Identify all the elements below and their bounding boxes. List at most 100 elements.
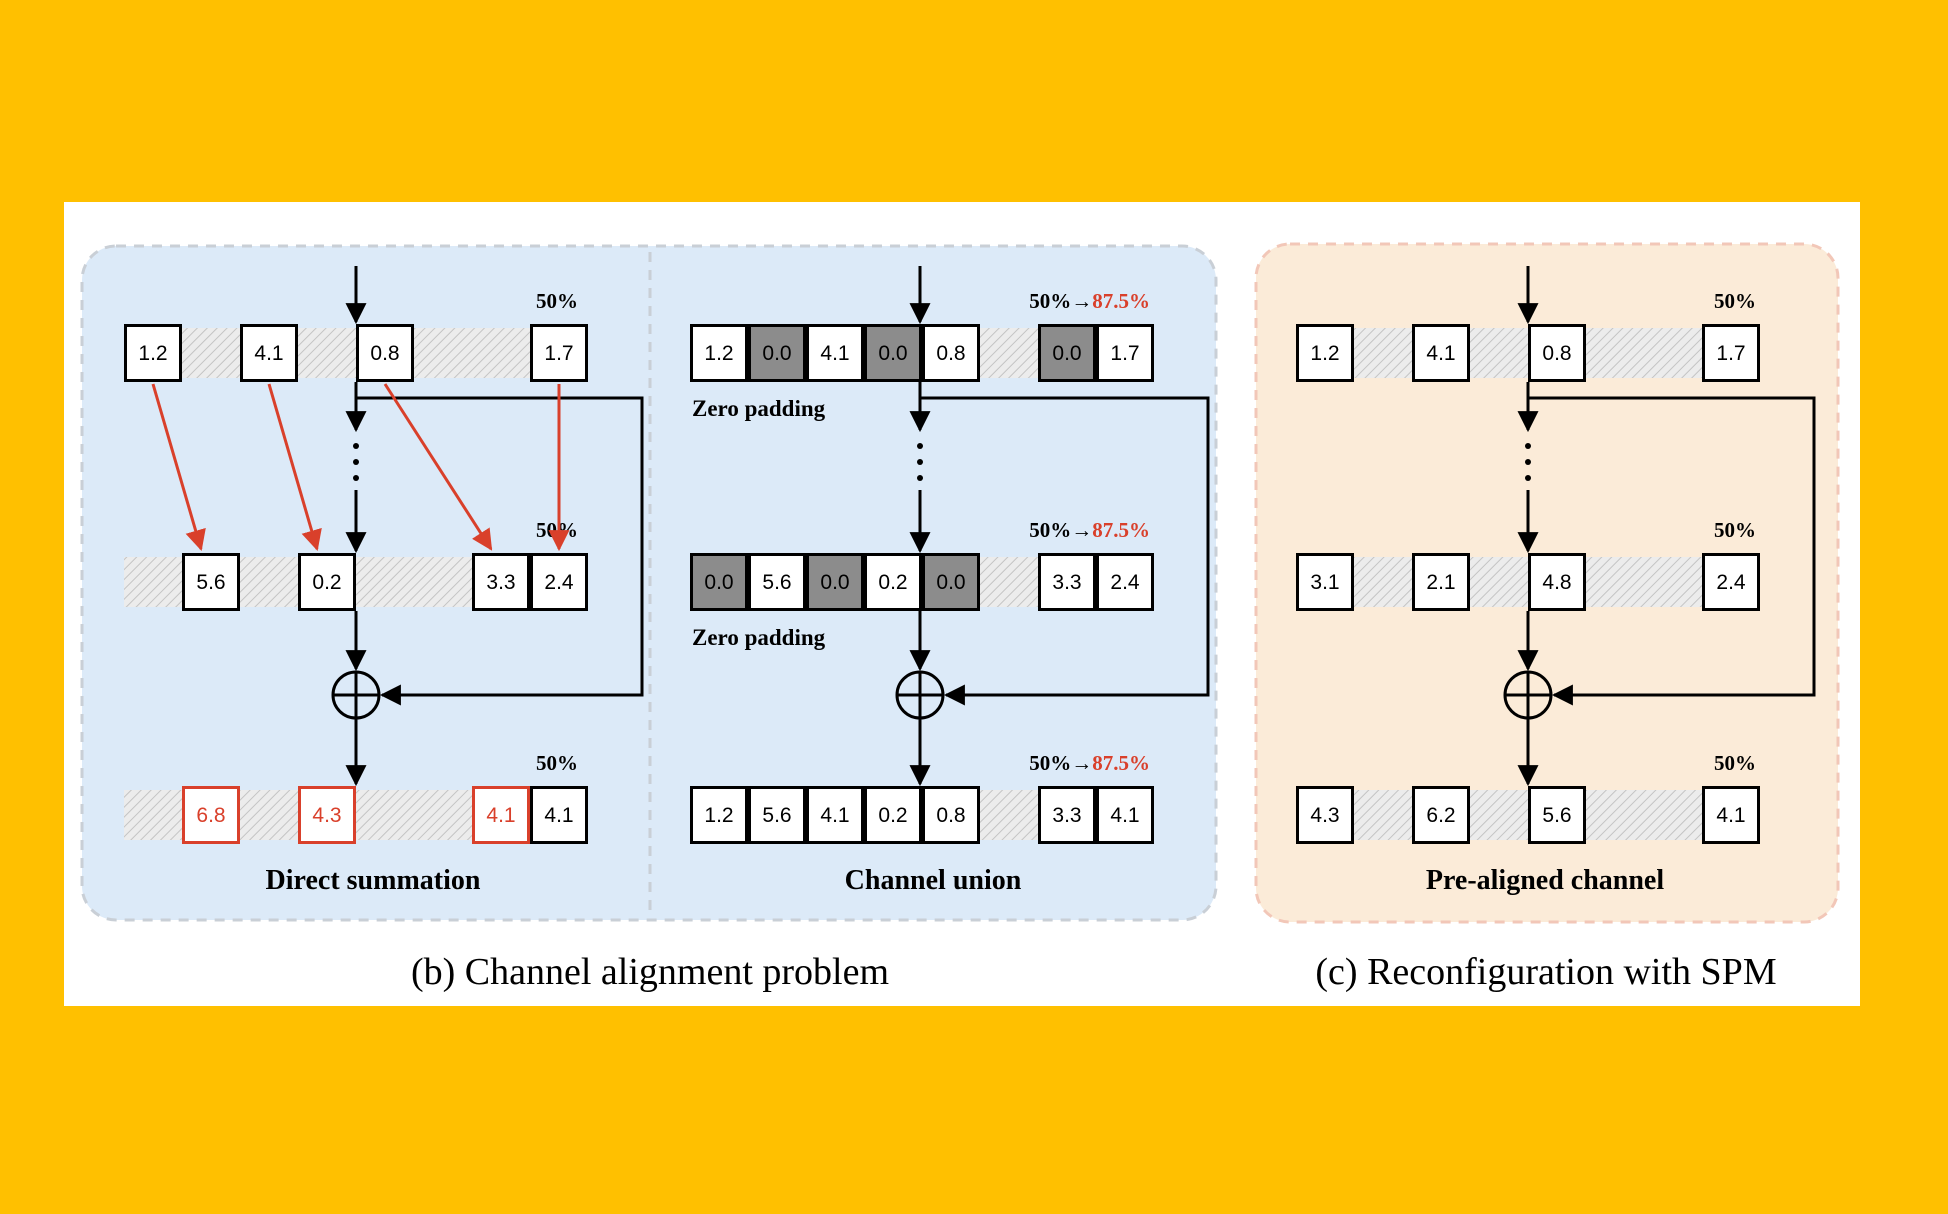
cell-value: 4.1 [544, 804, 573, 827]
channel-cell [1412, 553, 1470, 611]
cell-value: 5.6 [762, 804, 791, 827]
cell-value: 5.6 [1542, 804, 1571, 827]
cell-value: 4.1 [486, 804, 515, 827]
channel-cell [1296, 553, 1354, 611]
channel-cell [1528, 786, 1586, 844]
panel-title: Channel union [845, 865, 1022, 896]
channel-cell [806, 786, 864, 844]
zero-pad-cell [864, 324, 922, 382]
cell-value: 4.1 [1110, 804, 1139, 827]
sparsity-value: 50% [1029, 289, 1071, 313]
channel-cell [182, 786, 240, 844]
sparsity-value: 50% [1714, 518, 1756, 542]
vertical-ellipsis-icon [1525, 443, 1531, 449]
vertical-ellipsis-icon [917, 443, 923, 449]
sparsity-value: 50% [1029, 751, 1071, 775]
misalignment-arrow [151, 383, 206, 552]
right-arrow-icon: → [1071, 751, 1092, 775]
channel-cell [1702, 553, 1760, 611]
skip-connection-arrow [356, 396, 644, 706]
cell-value: 0.8 [936, 342, 965, 365]
cell-value: 1.2 [138, 342, 167, 365]
sparsity-label: 50% [536, 289, 578, 313]
sparsity-value: 50% [536, 518, 578, 542]
channel-cell [530, 324, 588, 382]
zero-pad-cell [748, 324, 806, 382]
channel-cell [1412, 786, 1470, 844]
channel-cell [472, 786, 530, 844]
cell-value: 1.2 [1310, 342, 1339, 365]
cell-value: 4.1 [820, 804, 849, 827]
channel-cell [1096, 553, 1154, 611]
sparsity-label: 50% [536, 751, 578, 775]
cell-value: 1.7 [1716, 342, 1745, 365]
channel-cell [472, 553, 530, 611]
right-arrow-icon: → [1071, 289, 1092, 313]
cell-value: 0.8 [936, 804, 965, 827]
channel-cell [690, 324, 748, 382]
cell-value: 2.4 [1716, 571, 1746, 594]
cell-value: 0.2 [878, 804, 907, 827]
channel-cell [1702, 324, 1760, 382]
sparsity-value: 50% [1714, 289, 1756, 313]
cell-value: 4.3 [1310, 804, 1339, 827]
vertical-ellipsis-icon [353, 443, 359, 449]
channel-cell [124, 324, 182, 382]
sparsity-label: 50% [1714, 518, 1756, 542]
cell-value: 4.3 [312, 804, 341, 827]
channel-cell [530, 786, 588, 844]
channel-cell [1412, 324, 1470, 382]
channel-cell [748, 553, 806, 611]
cell-value: 2.4 [544, 571, 574, 594]
channel-cell [1702, 786, 1760, 844]
cell-value: 0.0 [820, 571, 849, 594]
cell-value: 2.4 [1110, 571, 1140, 594]
zero-padding-label: Zero padding [692, 396, 826, 421]
sparsity-value: 50% [536, 289, 578, 313]
cell-value: 3.3 [1052, 571, 1081, 594]
panel-title: Pre-aligned channel [1426, 865, 1664, 896]
zero-padding-label: Zero padding [692, 625, 826, 650]
channel-cell [298, 553, 356, 611]
right-arrow-icon: → [1071, 518, 1092, 542]
sparsity-value: 50% [1029, 518, 1071, 542]
vertical-ellipsis-icon [917, 459, 923, 465]
sparsity-label: 50%→87.5% [1029, 751, 1150, 775]
misalignment-arrow [267, 383, 322, 552]
misalignment-arrow [383, 383, 493, 551]
zero-pad-cell [690, 553, 748, 611]
panel-title: Direct summation [266, 865, 481, 896]
channel-cell [1296, 324, 1354, 382]
skip-connection-arrow [1528, 396, 1816, 706]
cell-value: 0.0 [936, 571, 965, 594]
channel-cell [1096, 324, 1154, 382]
sparsity-value: 50% [1714, 751, 1756, 775]
cell-value: 4.1 [820, 342, 849, 365]
cell-value: 3.1 [1310, 571, 1339, 594]
vertical-ellipsis-icon [1525, 475, 1531, 481]
channel-cell [922, 324, 980, 382]
channel-cell [922, 786, 980, 844]
vertical-ellipsis-icon [1525, 459, 1531, 465]
channel-cell [182, 553, 240, 611]
sparsity-label: 50% [1714, 751, 1756, 775]
zero-pad-cell [1038, 324, 1096, 382]
cell-value: 4.1 [254, 342, 283, 365]
cell-value: 0.8 [370, 342, 399, 365]
skip-connection-arrow [920, 396, 1210, 706]
channel-cell [1528, 553, 1586, 611]
cell-value: 0.0 [704, 571, 733, 594]
sparsity-value-after: 87.5% [1092, 518, 1150, 542]
cell-value: 0.0 [762, 342, 791, 365]
